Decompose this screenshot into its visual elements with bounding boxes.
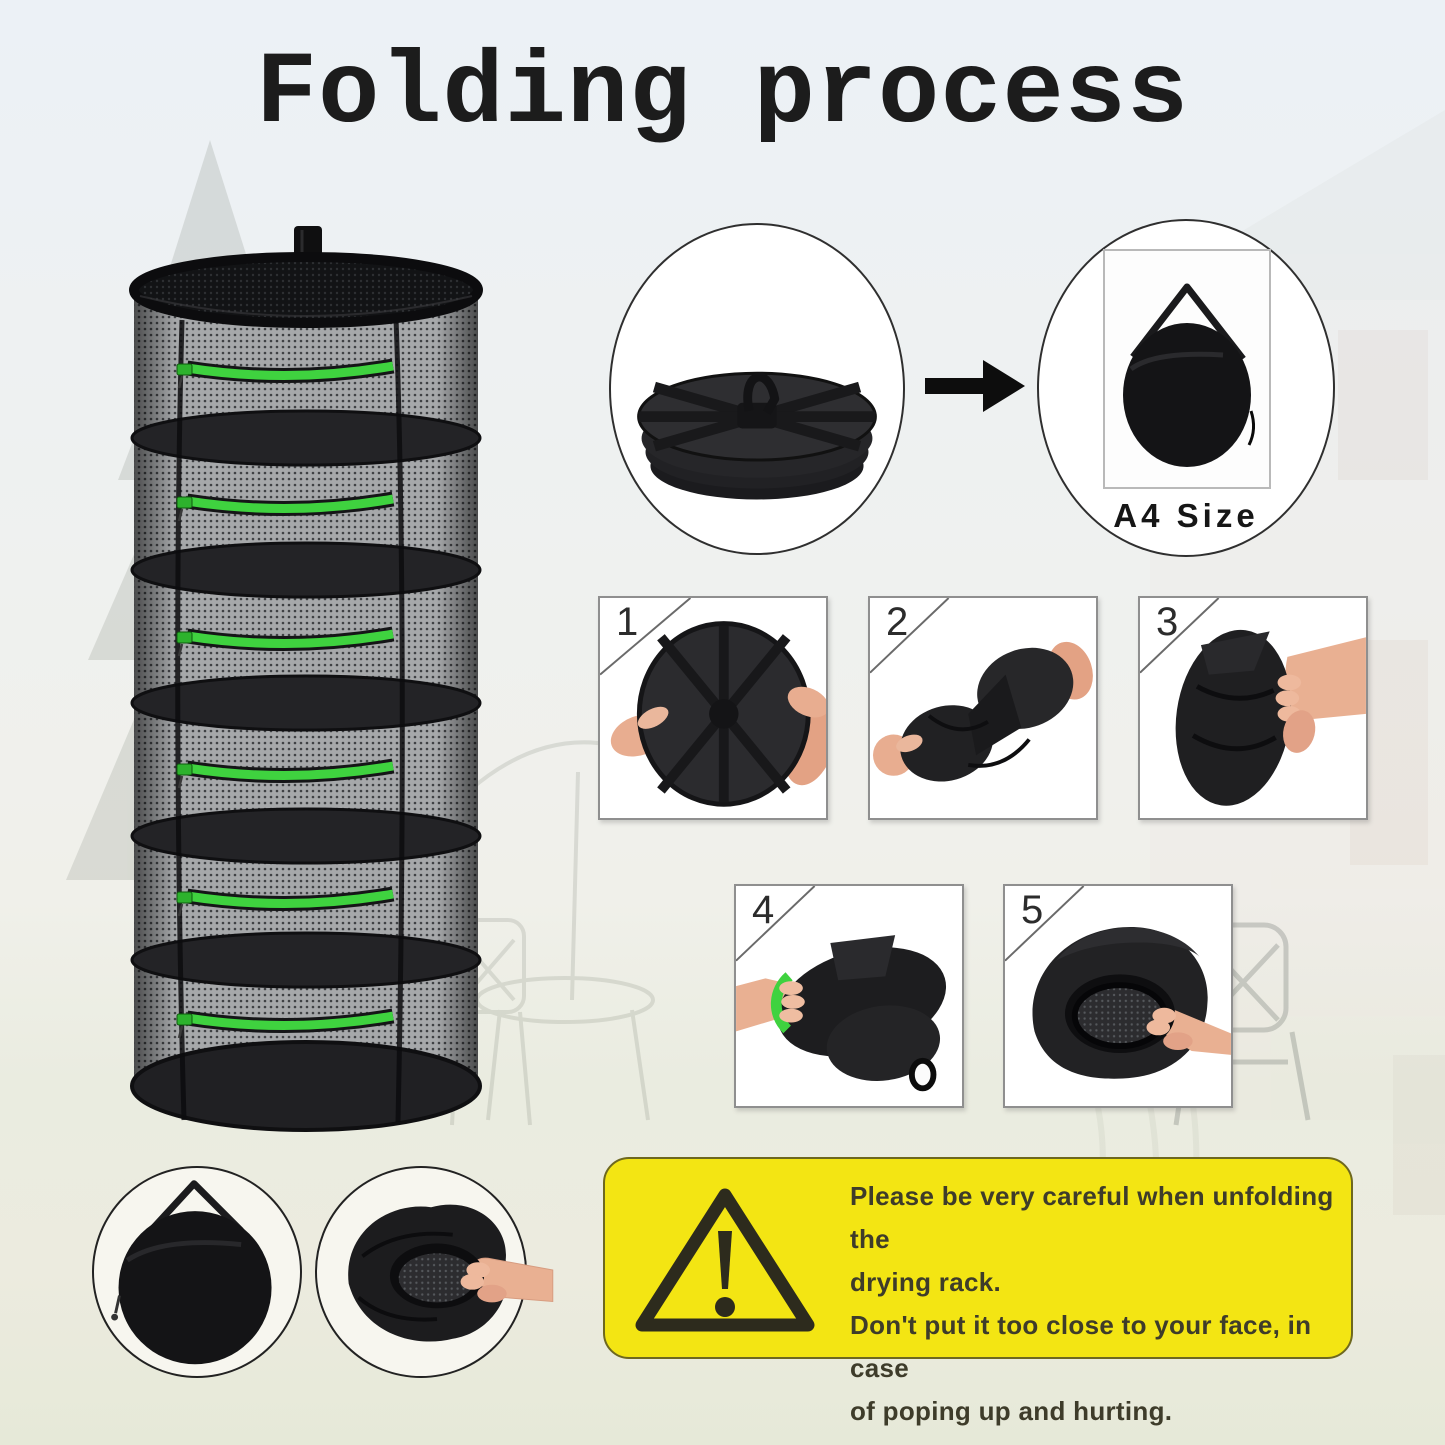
page-title: Folding process [255,36,1190,152]
warning-line: Please be very careful when unfolding th… [850,1181,1334,1254]
step-card-2: 2 [868,596,1098,820]
rack-bottom [130,1040,482,1132]
tier-dividers [130,409,482,989]
arrow-right-icon [925,360,1025,412]
warning-line: of poping up and hurting. [850,1396,1173,1426]
step-card-1: 1 [598,596,828,820]
unpack-bag-circle [315,1166,554,1378]
hold-folded-disc-icon [600,598,826,807]
carry-bag-circle [92,1166,302,1378]
warning-box: Please be very careful when unfolding th… [603,1157,1353,1426]
step-number: 4 [752,888,775,932]
warning-line: Don't put it too close to your face, in … [850,1310,1312,1383]
carry-handle [743,372,780,415]
drying-rack-illustration [118,218,493,1146]
twist-figure-eight-icon [870,598,1093,782]
drying-rack-graphic [129,226,483,1132]
warning-message: Please be very careful when unfolding th… [850,1175,1340,1433]
step-card-3: 3 [1138,596,1368,820]
carry-bag-icon [111,1180,272,1365]
step-number: 2 [886,600,909,644]
a4-size-label: A4 Size [1113,497,1259,534]
step-card-4: 4 [734,884,964,1108]
a4-size-circle: A4 Size [1037,219,1335,557]
step-number: 3 [1156,600,1179,644]
green-ring-edge [770,972,793,1034]
step-card-5: 5 [1003,884,1233,1108]
step-number: 5 [1021,888,1044,932]
pull-rack-from-bag-icon [348,1204,554,1342]
insert-into-bag-icon [1005,886,1231,1079]
warning-line: drying rack. [850,1267,1001,1297]
fold-rings-together-icon [1140,598,1366,806]
a4-paper-outline [1103,249,1271,489]
green-zippers [176,358,395,1039]
rack-top-opening [129,252,483,328]
warning-triangle-icon [635,1188,815,1332]
folded-rack-stack-icon [637,371,877,500]
carry-bag-on-a4-sheet-icon [1123,283,1256,467]
step-number: 1 [616,600,639,644]
compress-bundle-icon [736,886,947,1092]
folded-rack-circle [609,223,905,555]
